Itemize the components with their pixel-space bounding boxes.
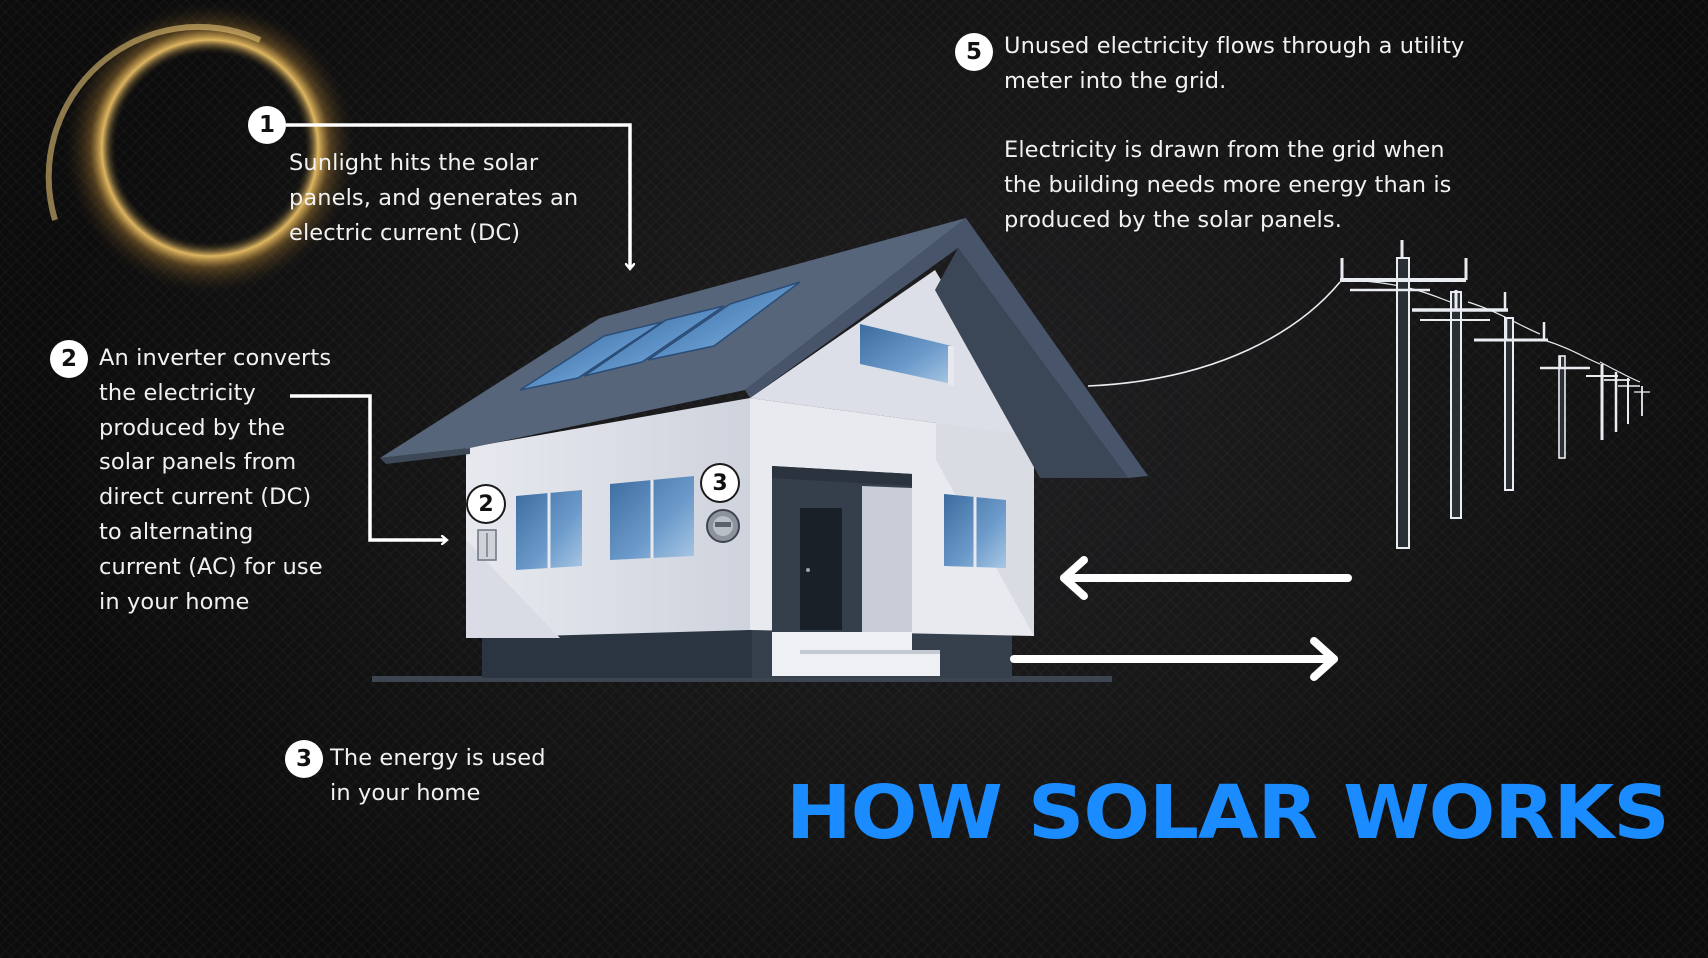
step-2-line: produced by the: [99, 414, 286, 441]
step-3-text: The energy is used in your home: [330, 741, 650, 811]
step-2-line: solar panels from: [99, 449, 297, 476]
step-3-line: The energy is used: [330, 745, 546, 771]
step-2-line: direct current (DC): [99, 484, 312, 511]
step-1-line: electric current (DC): [289, 219, 521, 246]
step-1-connector-arrow-icon: [286, 123, 630, 268]
house-marker-meter: 3: [702, 465, 738, 501]
step-2-line: current (AC) for use: [99, 553, 323, 580]
utility-meter-icon: [706, 509, 740, 543]
step-5-badge: 5: [955, 33, 993, 71]
sun-glow-icon: [45, 0, 360, 298]
home-to-grid-arrow-icon: [1010, 637, 1338, 681]
page-title: HOW SOLAR WORKS: [786, 770, 1670, 856]
step-5-line: the building needs more energy than is: [1004, 172, 1452, 199]
step-2-line: the electricity: [99, 379, 256, 406]
step-5-line: Unused electricity flows through a utili…: [1004, 33, 1465, 59]
step-1-line: Sunlight hits the solar: [289, 150, 539, 176]
step-5-line: meter into the grid.: [1004, 67, 1227, 94]
step-2-connector-arrow-icon: [290, 394, 446, 540]
step-1-line: panels, and generates an: [289, 184, 579, 211]
grid-to-home-arrow-icon: [1060, 556, 1352, 600]
step-1-text: Sunlight hits the solar panels, and gene…: [289, 146, 629, 250]
solar-panels-icon: [519, 281, 801, 391]
step-5-line: Electricity is drawn from the grid when: [1004, 137, 1445, 164]
power-lines-icon: [1087, 240, 1650, 549]
step-2-line: to alternating: [99, 518, 254, 545]
step-3-badge: 3: [285, 740, 323, 778]
inverter-icon: [477, 529, 497, 561]
step-1-badge: 1: [248, 106, 286, 144]
step-5-line: produced by the solar panels.: [1004, 206, 1342, 233]
step-2-line: An inverter converts: [99, 345, 332, 371]
house-marker-inverter: 2: [468, 486, 504, 522]
step-2-badge: 2: [50, 340, 88, 378]
step-3-line: in your home: [330, 779, 481, 806]
step-2-line: in your home: [99, 588, 250, 615]
house-icon: [380, 218, 1148, 678]
step-5-text: Unused electricity flows through a utili…: [1004, 29, 1624, 238]
step-2-text: An inverter converts the electricity pro…: [99, 341, 399, 619]
